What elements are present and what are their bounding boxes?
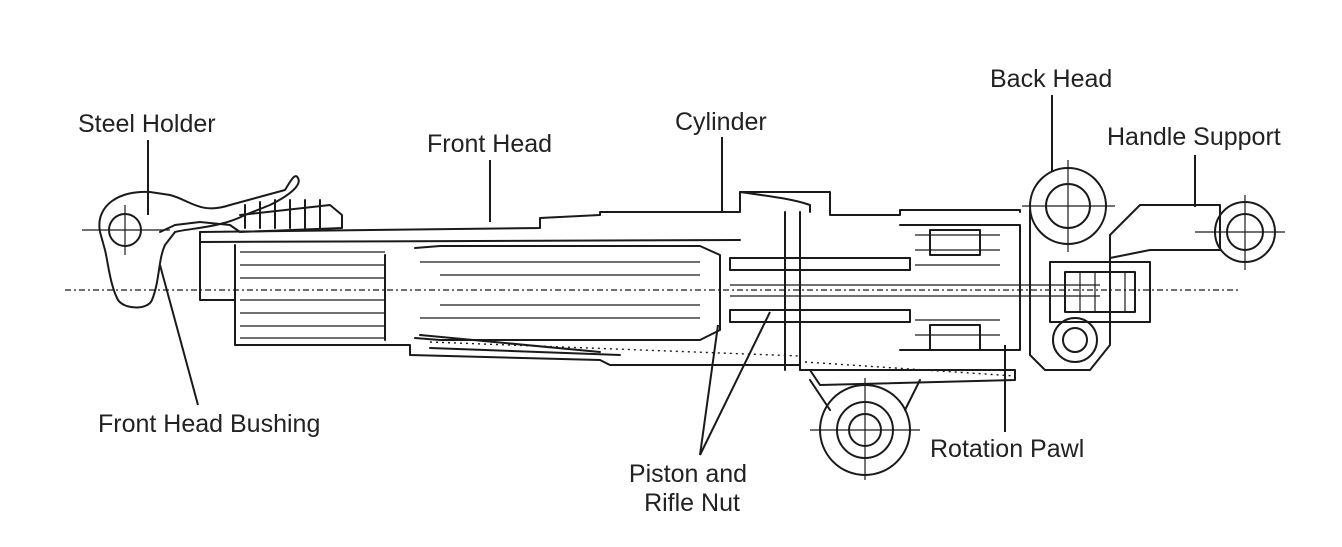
leader-piston-1 [699, 324, 719, 456]
label-front-head: Front Head [427, 130, 552, 158]
leader-piston-2 [699, 311, 771, 456]
label-piston-line-2: Rifle Nut [644, 489, 740, 517]
label-cylinder: Cylinder [675, 108, 767, 136]
leader-lines [147, 95, 1196, 456]
handle-support-part [1109, 195, 1285, 270]
cylinder-part [729, 191, 1100, 386]
label-front-head-bushing: Front Head Bushing [98, 410, 320, 438]
label-handle-support: Handle Support [1107, 123, 1281, 151]
label-rotation-pawl: Rotation Pawl [930, 435, 1084, 463]
steel-holder-part [82, 175, 343, 309]
label-back-head: Back Head [990, 65, 1112, 93]
front-head-part [199, 191, 1021, 366]
lower-lug-part [809, 378, 921, 480]
label-steel-holder: Steel Holder [78, 110, 216, 138]
leader-front-head-bushing [159, 264, 199, 406]
label-piston-line-1: Piston and [629, 460, 747, 488]
back-head-part [1022, 160, 1151, 371]
